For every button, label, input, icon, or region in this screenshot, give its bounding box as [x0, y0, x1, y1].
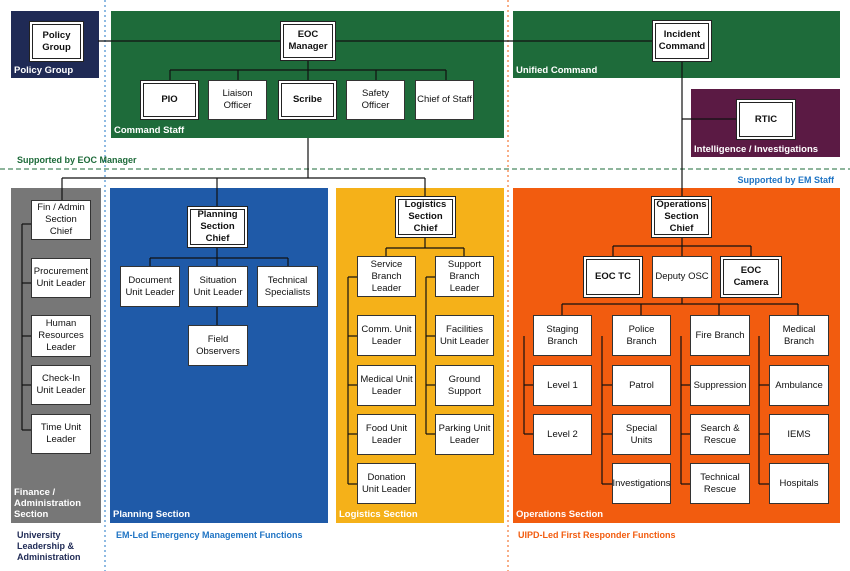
policy-group-region-label: Policy Group [14, 65, 74, 76]
time-unit-box: Time Unit Leader [31, 414, 91, 454]
scribe-box: Scribe [278, 80, 337, 120]
investigations-box: Investigations [612, 463, 671, 504]
iems-box: IEMS [769, 414, 829, 455]
finance-region-label: Finance / Administration Section [14, 487, 82, 520]
patrol-box: Patrol [612, 365, 671, 406]
check-in-box: Check-In Unit Leader [31, 365, 91, 405]
logistics-chief-box: Logistics Section Chief [395, 196, 456, 238]
hospitals-box: Hospitals [769, 463, 829, 504]
food-unit-box: Food Unit Leader [357, 414, 416, 455]
situation-unit-box: Situation Unit Leader [188, 266, 248, 307]
ground-support-box: Ground Support [435, 365, 494, 406]
facilities-unit-box: Facilities Unit Leader [435, 315, 494, 356]
uipd-led-functions-label: UIPD-Led First Responder Functions [518, 530, 676, 540]
operations-region-label: Operations Section [516, 509, 604, 520]
intelligence-region-label: Intelligence / Investigations [694, 144, 819, 155]
police-branch-box: Police Branch [612, 315, 671, 356]
planning-chief-box: Planning Section Chief [187, 206, 248, 248]
technical-specialists-box: Technical Specialists [257, 266, 318, 307]
supported-by-eoc-manager-label: Supported by EOC Manager [17, 155, 137, 165]
staging-branch-box: Staging Branch [533, 315, 592, 356]
comm-unit-box: Comm. Unit Leader [357, 315, 416, 356]
level-2-box: Level 2 [533, 414, 592, 455]
university-leadership-label: University Leadership & Administration [17, 530, 81, 562]
document-unit-box: Document Unit Leader [120, 266, 180, 307]
em-led-functions-label: EM-Led Emergency Management Functions [116, 530, 303, 540]
eoc-manager-box: EOC Manager [280, 21, 336, 61]
ambulance-box: Ambulance [769, 365, 829, 406]
planning-region-label: Planning Section [113, 509, 191, 520]
eoc-camera-box: EOC Camera [720, 256, 782, 298]
logistics-region-label: Logistics Section [339, 509, 418, 520]
level-1-box: Level 1 [533, 365, 592, 406]
service-branch-box: Service Branch Leader [357, 256, 416, 297]
procurement-box: Procurement Unit Leader [31, 258, 91, 298]
pio-box: PIO [140, 80, 199, 120]
incident-command-box: Incident Command [652, 20, 712, 62]
safety-officer-box: Safety Officer [346, 80, 405, 120]
fire-branch-box: Fire Branch [690, 315, 750, 356]
medical-branch-box: Medical Branch [769, 315, 829, 356]
eoc-tc-box: EOC TC [583, 256, 643, 298]
command-staff-region-label: Command Staff [114, 125, 185, 136]
special-units-box: Special Units [612, 414, 671, 455]
fin-admin-chief-box: Fin / Admin Section Chief [31, 200, 91, 240]
human-resources-box: Human Resources Leader [31, 315, 91, 357]
ops-chief-box: Operations Section Chief [651, 196, 712, 238]
field-observers-box: Field Observers [188, 325, 248, 366]
technical-rescue-box: Technical Rescue [690, 463, 750, 504]
chief-of-staff-box: Chief of Staff [415, 80, 474, 120]
rtic-box: RTIC [736, 99, 796, 140]
supported-by-em-staff-label: Supported by EM Staff [737, 175, 835, 185]
support-branch-box: Support Branch Leader [435, 256, 494, 297]
suppression-box: Suppression [690, 365, 750, 406]
parking-unit-box: Parking Unit Leader [435, 414, 494, 455]
liaison-officer-box: Liaison Officer [208, 80, 267, 120]
unified-command-region-label: Unified Command [516, 65, 598, 76]
search-rescue-box: Search & Rescue [690, 414, 750, 455]
policy-group-box: Policy Group [29, 21, 84, 62]
medical-unit-box: Medical Unit Leader [357, 365, 416, 406]
donation-unit-box: Donation Unit Leader [357, 463, 416, 504]
deputy-osc-box: Deputy OSC [652, 256, 712, 298]
